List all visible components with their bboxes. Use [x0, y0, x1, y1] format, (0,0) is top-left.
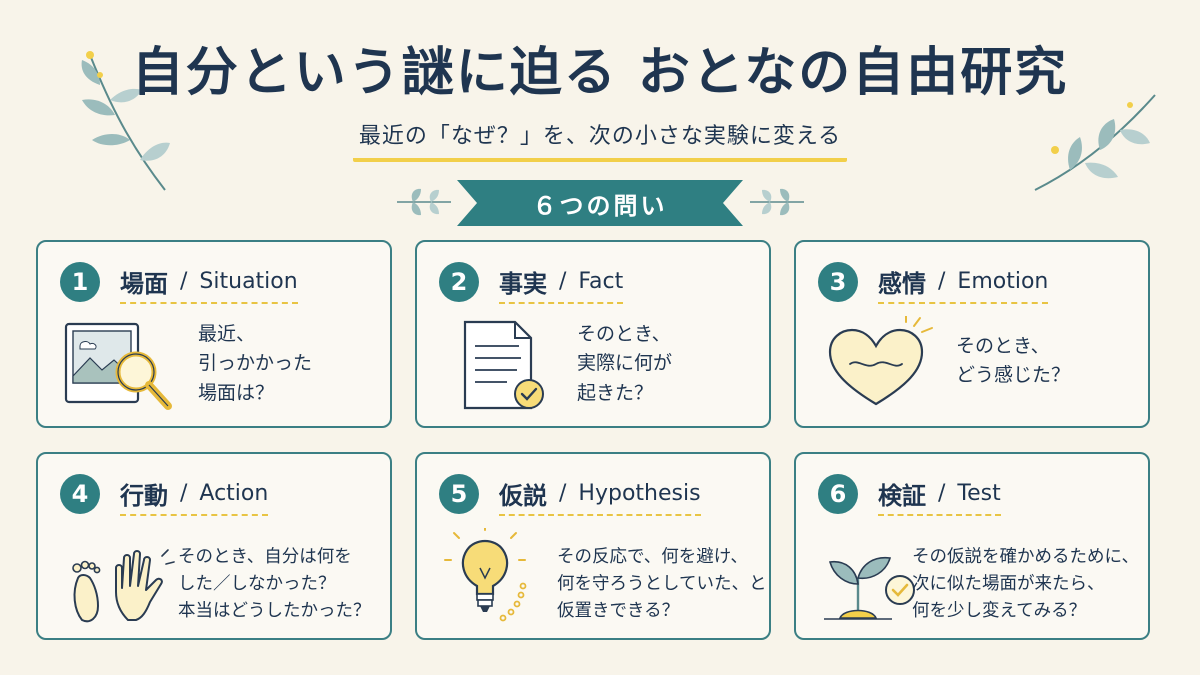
card-title-en: Action — [199, 480, 269, 506]
question-line: 仮置きできる？ — [557, 601, 680, 622]
lightbulb-icon — [444, 528, 527, 622]
card-question: そのとき、 実際に何が 起きた？ — [577, 320, 763, 408]
question-line: そのとき、自分は何を — [178, 547, 352, 567]
question-line: どう感じた？ — [956, 364, 1071, 387]
page-title: 自分という謎に迫る おとなの自由研究 — [131, 43, 1069, 103]
question-line: 起きた？ — [577, 381, 654, 404]
card-title-en: Hypothesis — [578, 480, 701, 506]
card-title: 事実 / Fact — [499, 262, 624, 304]
question-card-fact: 2 事実 / Fact そのとき、 実際に何が 起きた？ — [415, 240, 771, 428]
heart-icon — [828, 316, 933, 406]
card-title: 感情 / Emotion — [878, 262, 1049, 304]
subtitle-wrap: 最近の「なぜ？」を、次の小さな実験に変える — [0, 118, 1200, 162]
section-banner: ６つの問い — [457, 180, 743, 226]
title-separator: / — [938, 480, 946, 506]
banner-label: ６つの問い — [532, 191, 668, 220]
photo-magnifier-icon — [64, 322, 172, 410]
branch-right-icon — [1034, 94, 1156, 191]
card-question: その仮説を確かめるために、 次に似た場面が来たら、 何を少し変えてみる？ — [912, 544, 1144, 625]
question-card-situation: 1 場面 / Situation 最近、 引っかかった 場面は？ — [36, 240, 392, 428]
question-line: その仮説を確かめるために、 — [912, 547, 1139, 567]
question-card-test: 6 検証 / Test その仮説を確かめるために、 次に似た場面が来たら、 何を… — [794, 452, 1150, 640]
card-title-jp: 感情 — [878, 269, 926, 298]
card-question: その反応で、何を避け、 何を守ろうとしていた、と 仮置きできる？ — [557, 544, 767, 625]
card-title-jp: 仮説 — [499, 481, 547, 510]
question-line: そのとき、 — [577, 323, 671, 345]
title-separator: / — [938, 268, 946, 294]
subtitle: 最近の「なぜ？」を、次の小さな実験に変える — [352, 118, 848, 162]
question-line: 場面は？ — [198, 381, 275, 404]
card-title: 場面 / Situation — [120, 262, 298, 304]
card-title: 仮説 / Hypothesis — [499, 474, 701, 516]
question-line: そのとき、 — [956, 335, 1050, 357]
question-line: その反応で、何を避け、 — [557, 547, 748, 567]
card-question: そのとき、自分は何を した／しなかった？ 本当はどうしたかった？ — [178, 544, 388, 625]
card-title-jp: 検証 — [878, 481, 926, 510]
card-title-en: Test — [957, 480, 1001, 506]
card-title-en: Situation — [199, 268, 298, 294]
question-card-emotion: 3 感情 / Emotion そのとき、 どう感じた？ — [794, 240, 1150, 428]
card-question: 最近、 引っかかった 場面は？ — [198, 320, 384, 408]
card-title-jp: 事実 — [499, 269, 547, 298]
number-badge: 3 — [818, 262, 858, 302]
footprint-hand-icon — [72, 549, 175, 623]
card-title: 行動 / Action — [120, 474, 269, 516]
question-line: した／しなかった？ — [178, 574, 336, 595]
sprig-right-icon — [750, 188, 804, 216]
question-line: 実際に何が — [577, 352, 673, 375]
question-line: 引っかかった — [198, 352, 313, 375]
title-separator: / — [559, 480, 567, 506]
sprout-check-icon — [824, 556, 915, 620]
title-separator: / — [559, 268, 567, 294]
title-separator: / — [180, 268, 188, 294]
number-badge: 1 — [60, 262, 100, 302]
number-badge: 5 — [439, 474, 479, 514]
card-title-jp: 場面 — [120, 269, 168, 298]
question-line: 次に似た場面が来たら、 — [912, 574, 1105, 595]
number-badge: 2 — [439, 262, 479, 302]
question-line: 何を少し変えてみる？ — [912, 601, 1087, 622]
card-title: 検証 / Test — [878, 474, 1001, 516]
question-line: 何を守ろうとしていた、と — [557, 574, 767, 595]
card-question: そのとき、 どう感じた？ — [956, 332, 1142, 391]
title-separator: / — [180, 480, 188, 506]
number-badge: 4 — [60, 474, 100, 514]
question-line: 最近、 — [198, 323, 256, 345]
card-title-en: Emotion — [957, 268, 1049, 294]
card-title-en: Fact — [578, 268, 624, 294]
question-card-hypothesis: 5 仮説 / Hypothesis その反応で、何を避け、 何を守ろうとしていた — [415, 452, 771, 640]
question-line: 本当はどうしたかった？ — [178, 601, 371, 622]
number-badge: 6 — [818, 474, 858, 514]
question-card-action: 4 行動 / Action そのとき、自分は何を した／しなかった？ 本当はどう… — [36, 452, 392, 640]
card-title-jp: 行動 — [120, 481, 168, 510]
document-check-icon — [463, 320, 544, 410]
branch-left-icon — [81, 51, 170, 191]
sprig-left-icon — [397, 188, 451, 216]
